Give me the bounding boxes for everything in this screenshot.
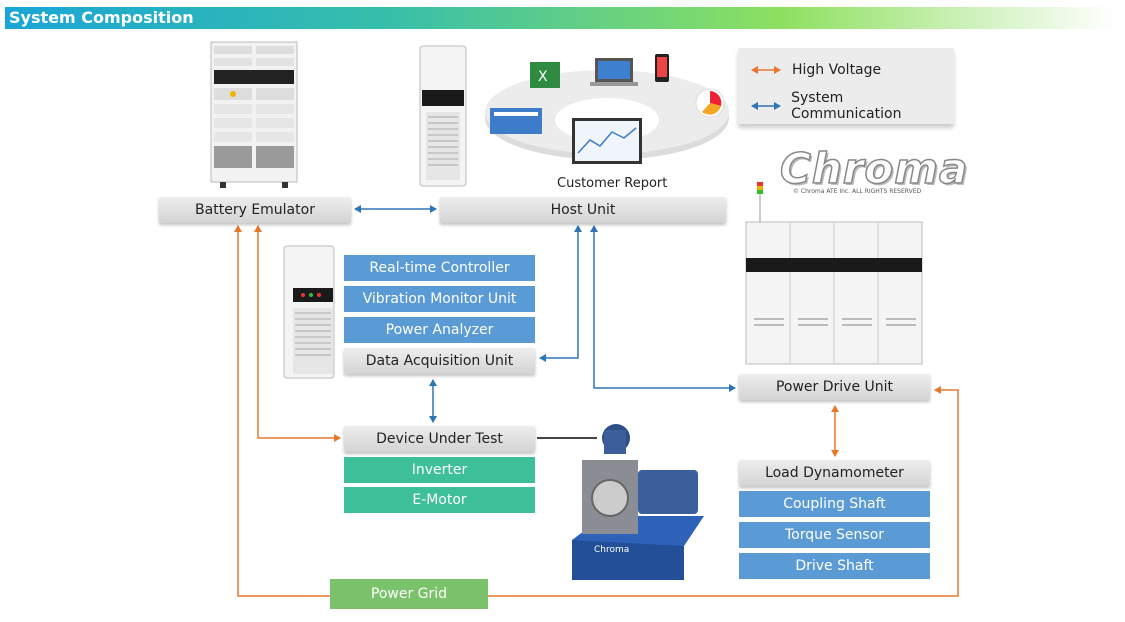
legend-high-voltage: High Voltage — [748, 62, 881, 78]
emotor-box: E-Motor — [344, 487, 535, 513]
power-grid-box: Power Grid — [330, 579, 488, 609]
chroma-logo: Chroma — [779, 143, 969, 194]
link-grid-powerdrive — [488, 386, 959, 597]
host-unit-box: Host Unit — [440, 197, 726, 223]
copyright-text: © Chroma ATE Inc. ALL RIGHTS RESERVED — [793, 188, 922, 195]
power-drive-box: Power Drive Unit — [739, 374, 930, 400]
inverter-box: Inverter — [344, 457, 535, 483]
legend-system-communication: System Communication — [748, 90, 954, 122]
spreadsheet-icon — [530, 62, 560, 88]
torque-sensor-box: Torque Sensor — [739, 522, 930, 548]
coupling-shaft-box: Coupling Shaft — [739, 491, 930, 517]
battery-emulator-cabinet — [210, 41, 298, 188]
realtime-controller-box: Real-time Controller — [344, 255, 535, 281]
battery-emulator-box: Battery Emulator — [159, 197, 351, 223]
motor-test-bench: Chroma — [572, 424, 704, 580]
power-analyzer-box: Power Analyzer — [344, 317, 535, 343]
power-drive-cabinet — [745, 182, 923, 365]
customer-report-illustration: X — [485, 54, 729, 164]
vibration-monitor-box: Vibration Monitor Unit — [344, 286, 535, 312]
section-header: System Composition — [5, 7, 1115, 29]
drive-shaft-box: Drive Shaft — [739, 553, 930, 579]
bench-brand-label: Chroma — [594, 545, 629, 555]
link-battery-dut — [254, 225, 341, 442]
data-acquisition-box: Data Acquisition Unit — [344, 348, 535, 374]
device-under-test-box: Device Under Test — [344, 426, 535, 452]
host-unit-tower — [419, 45, 467, 187]
orange-arrow-icon — [751, 66, 781, 74]
legend-system-communication-label: System Communication — [791, 90, 902, 122]
legend-high-voltage-label: High Voltage — [792, 62, 882, 78]
legend: High Voltage System Communication — [738, 48, 954, 124]
link-host-powerdrive — [590, 225, 736, 392]
link-battery-grid — [234, 225, 330, 597]
blue-arrow-icon — [751, 102, 781, 110]
data-acquisition-tower — [283, 245, 335, 379]
dashboard-screen — [490, 108, 542, 134]
link-host-daq — [539, 225, 582, 362]
customer-report-caption: Customer Report — [557, 176, 668, 191]
svg-text:X: X — [538, 69, 548, 85]
load-dynamometer-box: Load Dynamometer — [739, 460, 930, 486]
section-title: System Composition — [9, 8, 194, 27]
